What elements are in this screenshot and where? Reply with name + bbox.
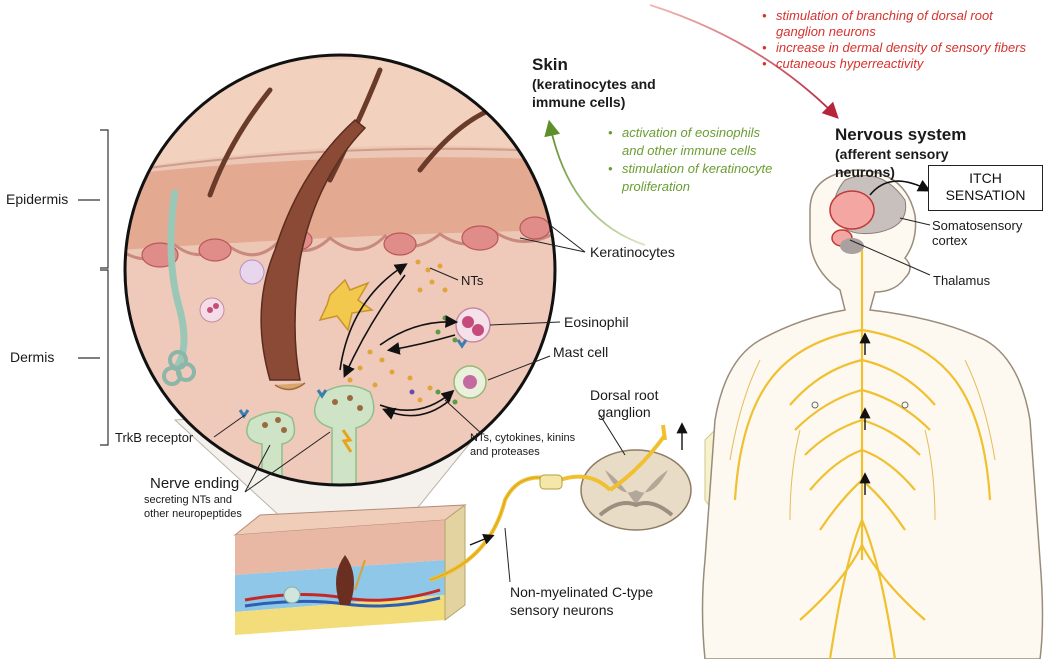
nts-label: NTs — [461, 273, 484, 288]
hair-follicle — [260, 119, 367, 381]
trkb-receptor-label: TrkB receptor — [115, 430, 194, 445]
mast-cell-label: Mast cell — [553, 344, 609, 360]
skin-magnifier-circle — [123, 53, 557, 487]
dermis-label: Dermis — [10, 349, 55, 365]
epidermis-label: Epidermis — [6, 191, 69, 207]
nts-cytokines-label: NTs, cytokines, kinins and proteases — [470, 432, 576, 458]
red-effect-item: increase in dermal density of sensory fi… — [762, 40, 1026, 56]
red-effect-item: cutaneous hyperreactivity — [762, 56, 1026, 72]
nt-particles — [347, 259, 448, 403]
eosinophil-label: Eosinophil — [564, 314, 629, 330]
green-feedback-arrow — [544, 119, 646, 246]
pointer-lines — [213, 224, 586, 493]
red-effects-list: stimulation of branching of dorsal rootg… — [762, 8, 1026, 72]
nervous-system-heading: Nervous system (afferent sensory neurons… — [835, 125, 967, 180]
dorsal-root-ganglion-label: Dorsal root ganglion — [590, 387, 659, 420]
red-effect-item: stimulation of branching of dorsal rootg… — [762, 8, 1026, 40]
keratinocytes-label: Keratinocytes — [590, 244, 675, 260]
somatosensory-cortex-label: Somatosensory cortex — [932, 218, 1023, 248]
skin-circle-contents — [125, 55, 555, 485]
human-body — [701, 169, 1044, 659]
nerve-ending-label: Nerve ending secreting NTs and other neu… — [144, 475, 242, 520]
red-feedback-arrow — [649, 4, 839, 119]
itch-sensation-box: ITCH SENSATION — [928, 165, 1043, 211]
spinal-cord-section — [539, 424, 692, 531]
thalamus-label: Thalamus — [933, 273, 991, 288]
skin-block-3d — [233, 504, 467, 635]
layer-brackets — [78, 129, 109, 446]
skin-heading: Skin (keratinocytes and immune cells) — [532, 55, 656, 110]
c-type-neurons-label: Non-myelinated C-type sensory neurons — [510, 584, 654, 618]
